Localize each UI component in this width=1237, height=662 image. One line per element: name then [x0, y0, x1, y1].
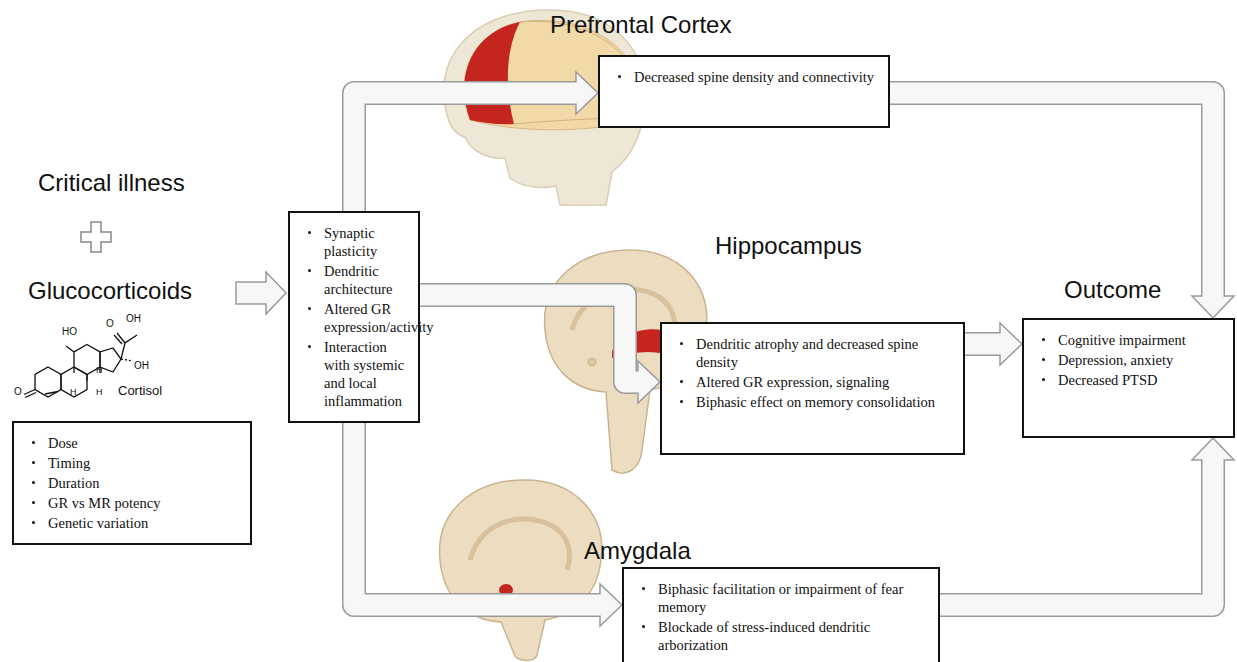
bullet-item: Decreased PTSD — [1030, 371, 1223, 389]
region-heading: Prefrontal Cortex — [550, 11, 731, 39]
arrow-shaft-fill — [890, 93, 1213, 300]
factor-box: DoseTimingDuration GR vs MR potencyGeneti… — [12, 421, 252, 545]
arrow-shaft-outline — [354, 93, 577, 211]
arrow-shaft-fill — [420, 295, 642, 382]
arrow-shaft-fill — [940, 456, 1213, 605]
molecule-name: Cortisol — [118, 384, 162, 398]
bullet-item: Dendritic atrophy and decreased spine de… — [668, 335, 953, 371]
bullet-item: Dose — [20, 434, 240, 452]
bullet-item: Duration — [20, 474, 240, 492]
atom-label: H — [96, 388, 103, 398]
bullet-item: Biphasic effect on memory consolidation — [668, 393, 953, 411]
bullet-item: Synaptic plasticity — [296, 224, 408, 260]
side-label: Glucocorticoids — [28, 278, 192, 304]
bullet-item: Biphasic facilitation or impairment of f… — [630, 580, 928, 616]
bullet-item: GR vs MR potency — [20, 494, 240, 512]
bond — [25, 393, 36, 398]
bond — [86, 375, 87, 381]
mechanism-box: Synaptic plasticityDendritic architectur… — [288, 211, 420, 423]
bullet-item: Genetic variation — [20, 514, 240, 532]
arrow-shaft-outline — [940, 459, 1213, 605]
ring-bond — [35, 367, 61, 397]
bullet-item: Interaction with systemic and local infl… — [296, 338, 408, 410]
bullet-item: Timing — [20, 454, 240, 472]
atom-label: H — [70, 388, 77, 398]
arrow-shaft-outline — [420, 295, 639, 382]
bond — [114, 335, 122, 344]
outcome-box: OutcomeCognitive impairmentDepression, a… — [1022, 318, 1235, 438]
region-box: AmygdalaBiphasic facilitation or impairm… — [622, 567, 940, 662]
bond — [121, 359, 133, 361]
bond — [117, 333, 125, 343]
bond — [121, 335, 137, 359]
atom-label: OH — [126, 313, 141, 324]
block-arrow-connector — [940, 438, 1234, 605]
atom-label: OH — [134, 360, 149, 371]
arrow-shaft-fill — [354, 93, 580, 211]
double-bond — [45, 392, 58, 395]
plus-sign — [81, 222, 111, 252]
block-arrow-connector — [354, 72, 598, 211]
arrow-shaft-outline — [354, 423, 601, 605]
block-arrow-connector — [420, 295, 660, 403]
atom-label: O — [14, 386, 22, 397]
block-arrow-connector — [965, 323, 1022, 365]
bullet-item: Decreased spine density and connectivity — [606, 68, 878, 86]
bullet-item: Cognitive impairment — [1030, 331, 1223, 349]
region-box: Prefrontal CortexDecreased spine density… — [598, 55, 890, 128]
bullet-item: Altered GR expression/activity — [296, 300, 408, 336]
bullet-item: Dendritic architecture — [296, 262, 408, 298]
arrow-shaft-fill — [965, 334, 1004, 355]
region-heading: Hippocampus — [715, 232, 862, 260]
side-label: Critical illness — [38, 170, 185, 196]
region-heading: Amygdala — [584, 537, 691, 565]
ring-bond — [100, 348, 121, 372]
region-heading: Outcome — [1064, 276, 1161, 304]
arrow-shaft-fill — [354, 423, 604, 605]
bond — [73, 367, 74, 373]
block-arrow-connector — [890, 93, 1234, 318]
atom-label: H — [96, 366, 103, 376]
atom-label: O — [106, 318, 114, 329]
block-arrow-connector — [354, 423, 622, 626]
block-arrow — [236, 272, 286, 314]
amygdala-brain-illustration — [440, 480, 602, 660]
bond — [66, 346, 74, 352]
arrow-shaft-outline — [890, 93, 1213, 297]
bullet-item: Depression, anxiety — [1030, 351, 1223, 369]
bullet-item: Altered GR expression, signaling — [668, 373, 953, 391]
bullet-item: Blockade of stress-induced dendritic arb… — [630, 618, 928, 654]
region-box: HippocampusDendritic atrophy and decreas… — [660, 322, 965, 455]
atom-label: HO — [62, 326, 77, 337]
